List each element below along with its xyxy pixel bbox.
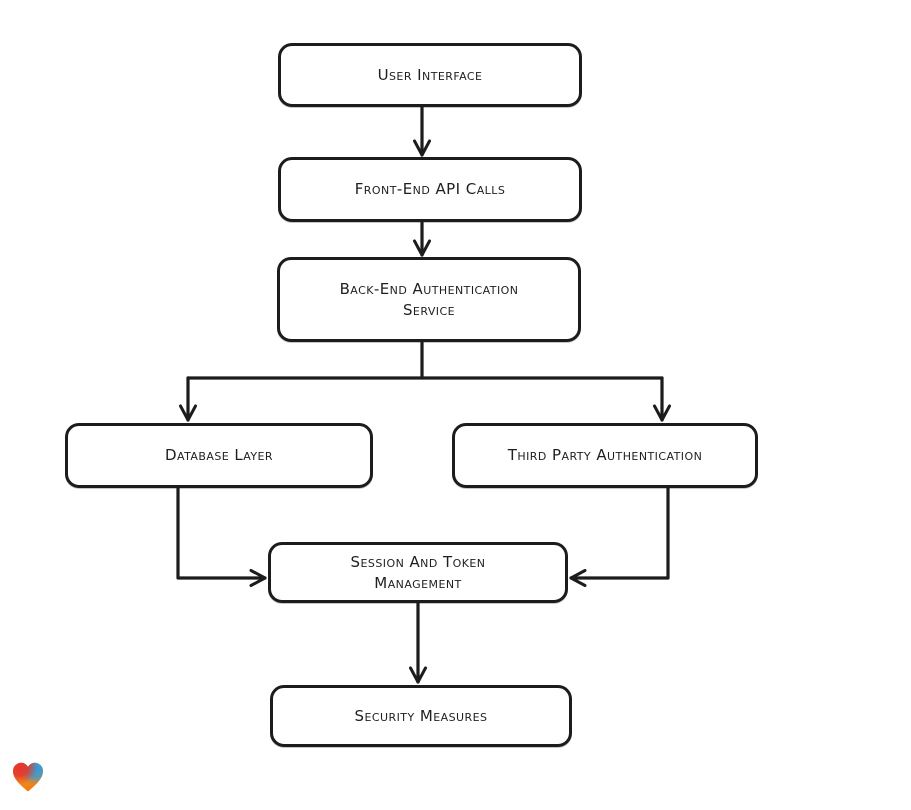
node-backend-auth-service-line1: Back-End Authentication <box>339 279 519 298</box>
node-session-token-mgmt-line1: Session And Token <box>350 552 486 571</box>
heart-red-tint <box>13 762 43 792</box>
node-frontend-api-calls[interactable]: Front-End API Calls <box>278 157 582 222</box>
node-frontend-api-calls-label: Front-End API Calls <box>354 180 506 198</box>
node-database-layer-label: Database Layer <box>164 446 274 464</box>
node-database-layer[interactable]: Database Layer <box>65 423 373 488</box>
node-session-token-mgmt-label: Session And Token Management <box>341 552 496 594</box>
edge-database-to-session <box>176 486 267 587</box>
node-backend-auth-service-line2: Service <box>402 300 456 319</box>
heart-logo-icon <box>13 762 43 792</box>
node-user-interface-label: User Interface <box>377 65 483 84</box>
node-security-measures-label: Security Measures <box>354 706 488 725</box>
node-third-party-auth-label: Third Party Authentication <box>507 446 703 464</box>
edge-thirdparty-to-session <box>569 486 670 587</box>
node-user-interface[interactable]: User Interface <box>278 43 582 107</box>
node-security-measures[interactable]: Security Measures <box>270 685 572 747</box>
node-session-token-mgmt[interactable]: Session And Token Management <box>268 542 568 603</box>
node-backend-auth-service[interactable]: Back-End Authentication Service <box>277 257 581 342</box>
node-session-token-mgmt-line2: Management <box>374 573 462 592</box>
node-backend-auth-service-label: Back-End Authentication Service <box>330 279 529 321</box>
footer-logo[interactable] <box>10 760 46 796</box>
node-third-party-auth[interactable]: Third Party Authentication <box>452 423 758 488</box>
